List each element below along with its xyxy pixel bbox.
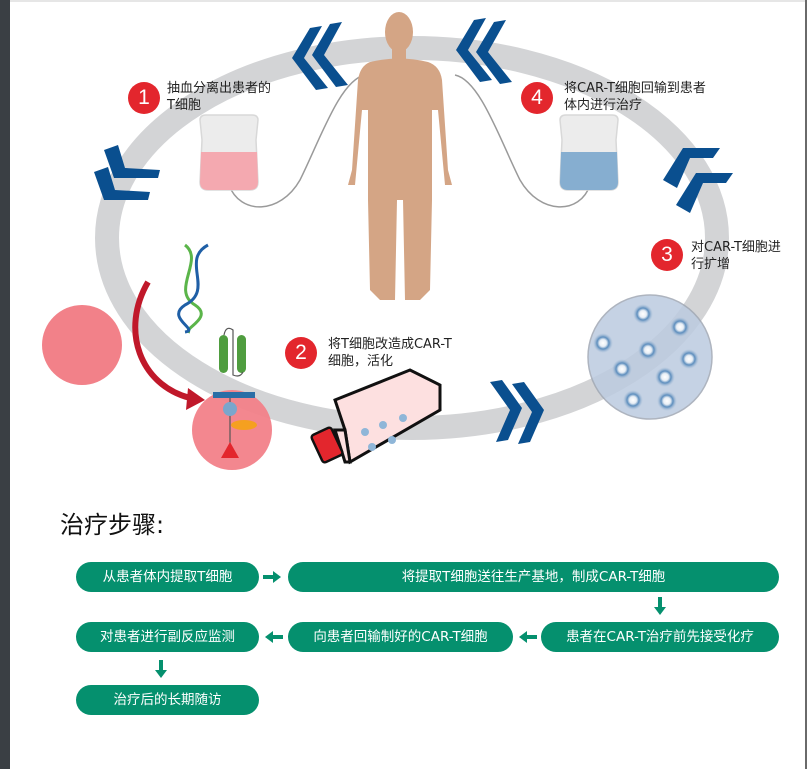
step-label-2: 将T细胞改造成CAR-T 细胞，活化 — [328, 336, 452, 370]
blood-bag-blue-icon — [559, 114, 619, 191]
step-label-4: 将CAR-T细胞回输到患者 体内进行治疗 — [564, 80, 706, 114]
step-4-line-2: 体内进行治疗 — [564, 98, 643, 113]
step-3-line-2: 行扩增 — [691, 257, 731, 272]
window-right-edge — [805, 0, 807, 769]
iv-tube-left — [228, 74, 366, 208]
arrow-left-icon — [265, 631, 283, 643]
step-2-line-2: 细胞，活化 — [328, 354, 394, 369]
step-4-line-1: 将CAR-T细胞回输到患者 — [564, 81, 706, 96]
window-left-edge — [0, 0, 10, 769]
car-t-cell-cluster — [593, 304, 699, 411]
step-badge-4: 4 — [521, 82, 553, 114]
treatment-steps-title: 治疗步骤: — [60, 511, 165, 539]
culture-flask-icon — [310, 368, 442, 465]
expansion-dish-icon — [587, 294, 713, 420]
chevron-up-right-icon — [663, 148, 733, 213]
step-badge-1: 1 — [128, 82, 160, 114]
step-2-line-1: 将T细胞改造成CAR-T — [328, 337, 452, 352]
cycle-ring — [95, 36, 729, 440]
car-t-cycle-diagram — [42, 12, 733, 470]
step-badge-2: 2 — [285, 337, 317, 369]
blood-bag-red-icon — [199, 114, 259, 191]
arrow-right-icon — [263, 571, 281, 583]
chevron-down-left-icon — [94, 145, 160, 200]
step-1-line-1: 抽血分离出患者的 — [167, 81, 272, 96]
flow-step-4: 向患者回输制好的CAR-T细胞 — [288, 622, 513, 652]
step-label-1: 抽血分离出患者的 T细胞 — [167, 80, 271, 114]
step-1-line-2: T细胞 — [167, 98, 201, 113]
modification-arrow — [132, 280, 191, 401]
arrow-down-icon — [654, 597, 666, 615]
flow-step-1: 从患者体内提取T细胞 — [76, 562, 259, 592]
chevron-right-bottom-icon — [490, 380, 544, 444]
step-label-3: 对CAR-T细胞进 行扩增 — [691, 239, 781, 273]
step-3-line-1: 对CAR-T细胞进 — [691, 240, 781, 255]
car-t-cell-icon — [192, 327, 272, 470]
dna-icon — [177, 243, 209, 334]
human-body-icon — [348, 12, 452, 300]
top-border — [10, 0, 805, 2]
step-badge-3: 3 — [651, 239, 683, 271]
iv-tube-right — [454, 74, 591, 208]
flow-step-3: 患者在CAR-T治疗前先接受化疗 — [541, 622, 779, 652]
chevron-right-top-icon — [456, 18, 512, 84]
flow-step-2: 将提取T细胞送往生产基地，制成CAR-T细胞 — [288, 562, 779, 592]
arrow-down-icon — [155, 660, 167, 678]
arrow-left-icon — [519, 631, 537, 643]
modification-arrowhead — [186, 388, 205, 410]
flow-step-6: 治疗后的长期随访 — [76, 685, 259, 715]
chevron-left-top-icon — [292, 22, 348, 90]
t-cell-icon — [42, 305, 122, 385]
flow-step-5: 对患者进行副反应监测 — [76, 622, 259, 652]
